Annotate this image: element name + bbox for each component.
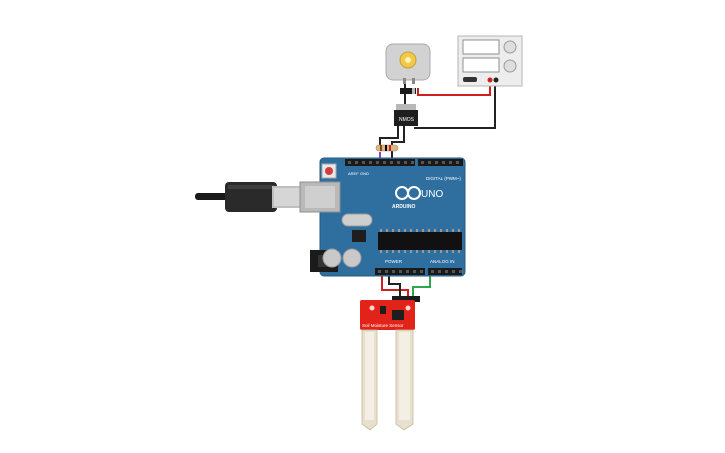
dc-motor-icon[interactable]: [385, 43, 431, 84]
diode-icon[interactable]: [400, 88, 416, 94]
mosfet-icon[interactable]: NMOS: [394, 104, 418, 126]
mosfet-label: NMOS: [399, 117, 415, 123]
digital-header-label: DIGITAL (PWM~): [426, 176, 461, 181]
wire-sensor-gnd[interactable]: [388, 276, 401, 300]
power-header-label: POWER: [385, 259, 403, 264]
soil-moisture-sensor[interactable]: Soil Moisture Sensor: [360, 296, 420, 431]
board-brand-text: ARDUINO: [392, 204, 415, 210]
arduino-uno-board[interactable]: UNO ARDUINO DIGITAL (PWM~) POWER ANALOG …: [299, 157, 466, 277]
wire-supply-positive[interactable]: [417, 82, 491, 96]
board-model-text: UNO: [421, 189, 443, 200]
usb-cable-icon[interactable]: [195, 182, 302, 212]
wire-sensor-signal[interactable]: [412, 276, 431, 300]
power-supply-icon[interactable]: [457, 35, 523, 87]
sensor-label: Soil Moisture Sensor: [362, 323, 404, 328]
analog-header-label: ANALOG IN: [430, 259, 455, 264]
wire-gate-resistor[interactable]: [379, 125, 399, 148]
wire-sensor-vcc[interactable]: [381, 276, 409, 300]
resistor-icon[interactable]: [375, 144, 399, 152]
wire-supply-negative[interactable]: [414, 82, 496, 129]
aref-label: AREF: [348, 171, 359, 176]
gnd-label: GND: [360, 171, 369, 176]
arduino-logo-icon: [395, 186, 421, 200]
